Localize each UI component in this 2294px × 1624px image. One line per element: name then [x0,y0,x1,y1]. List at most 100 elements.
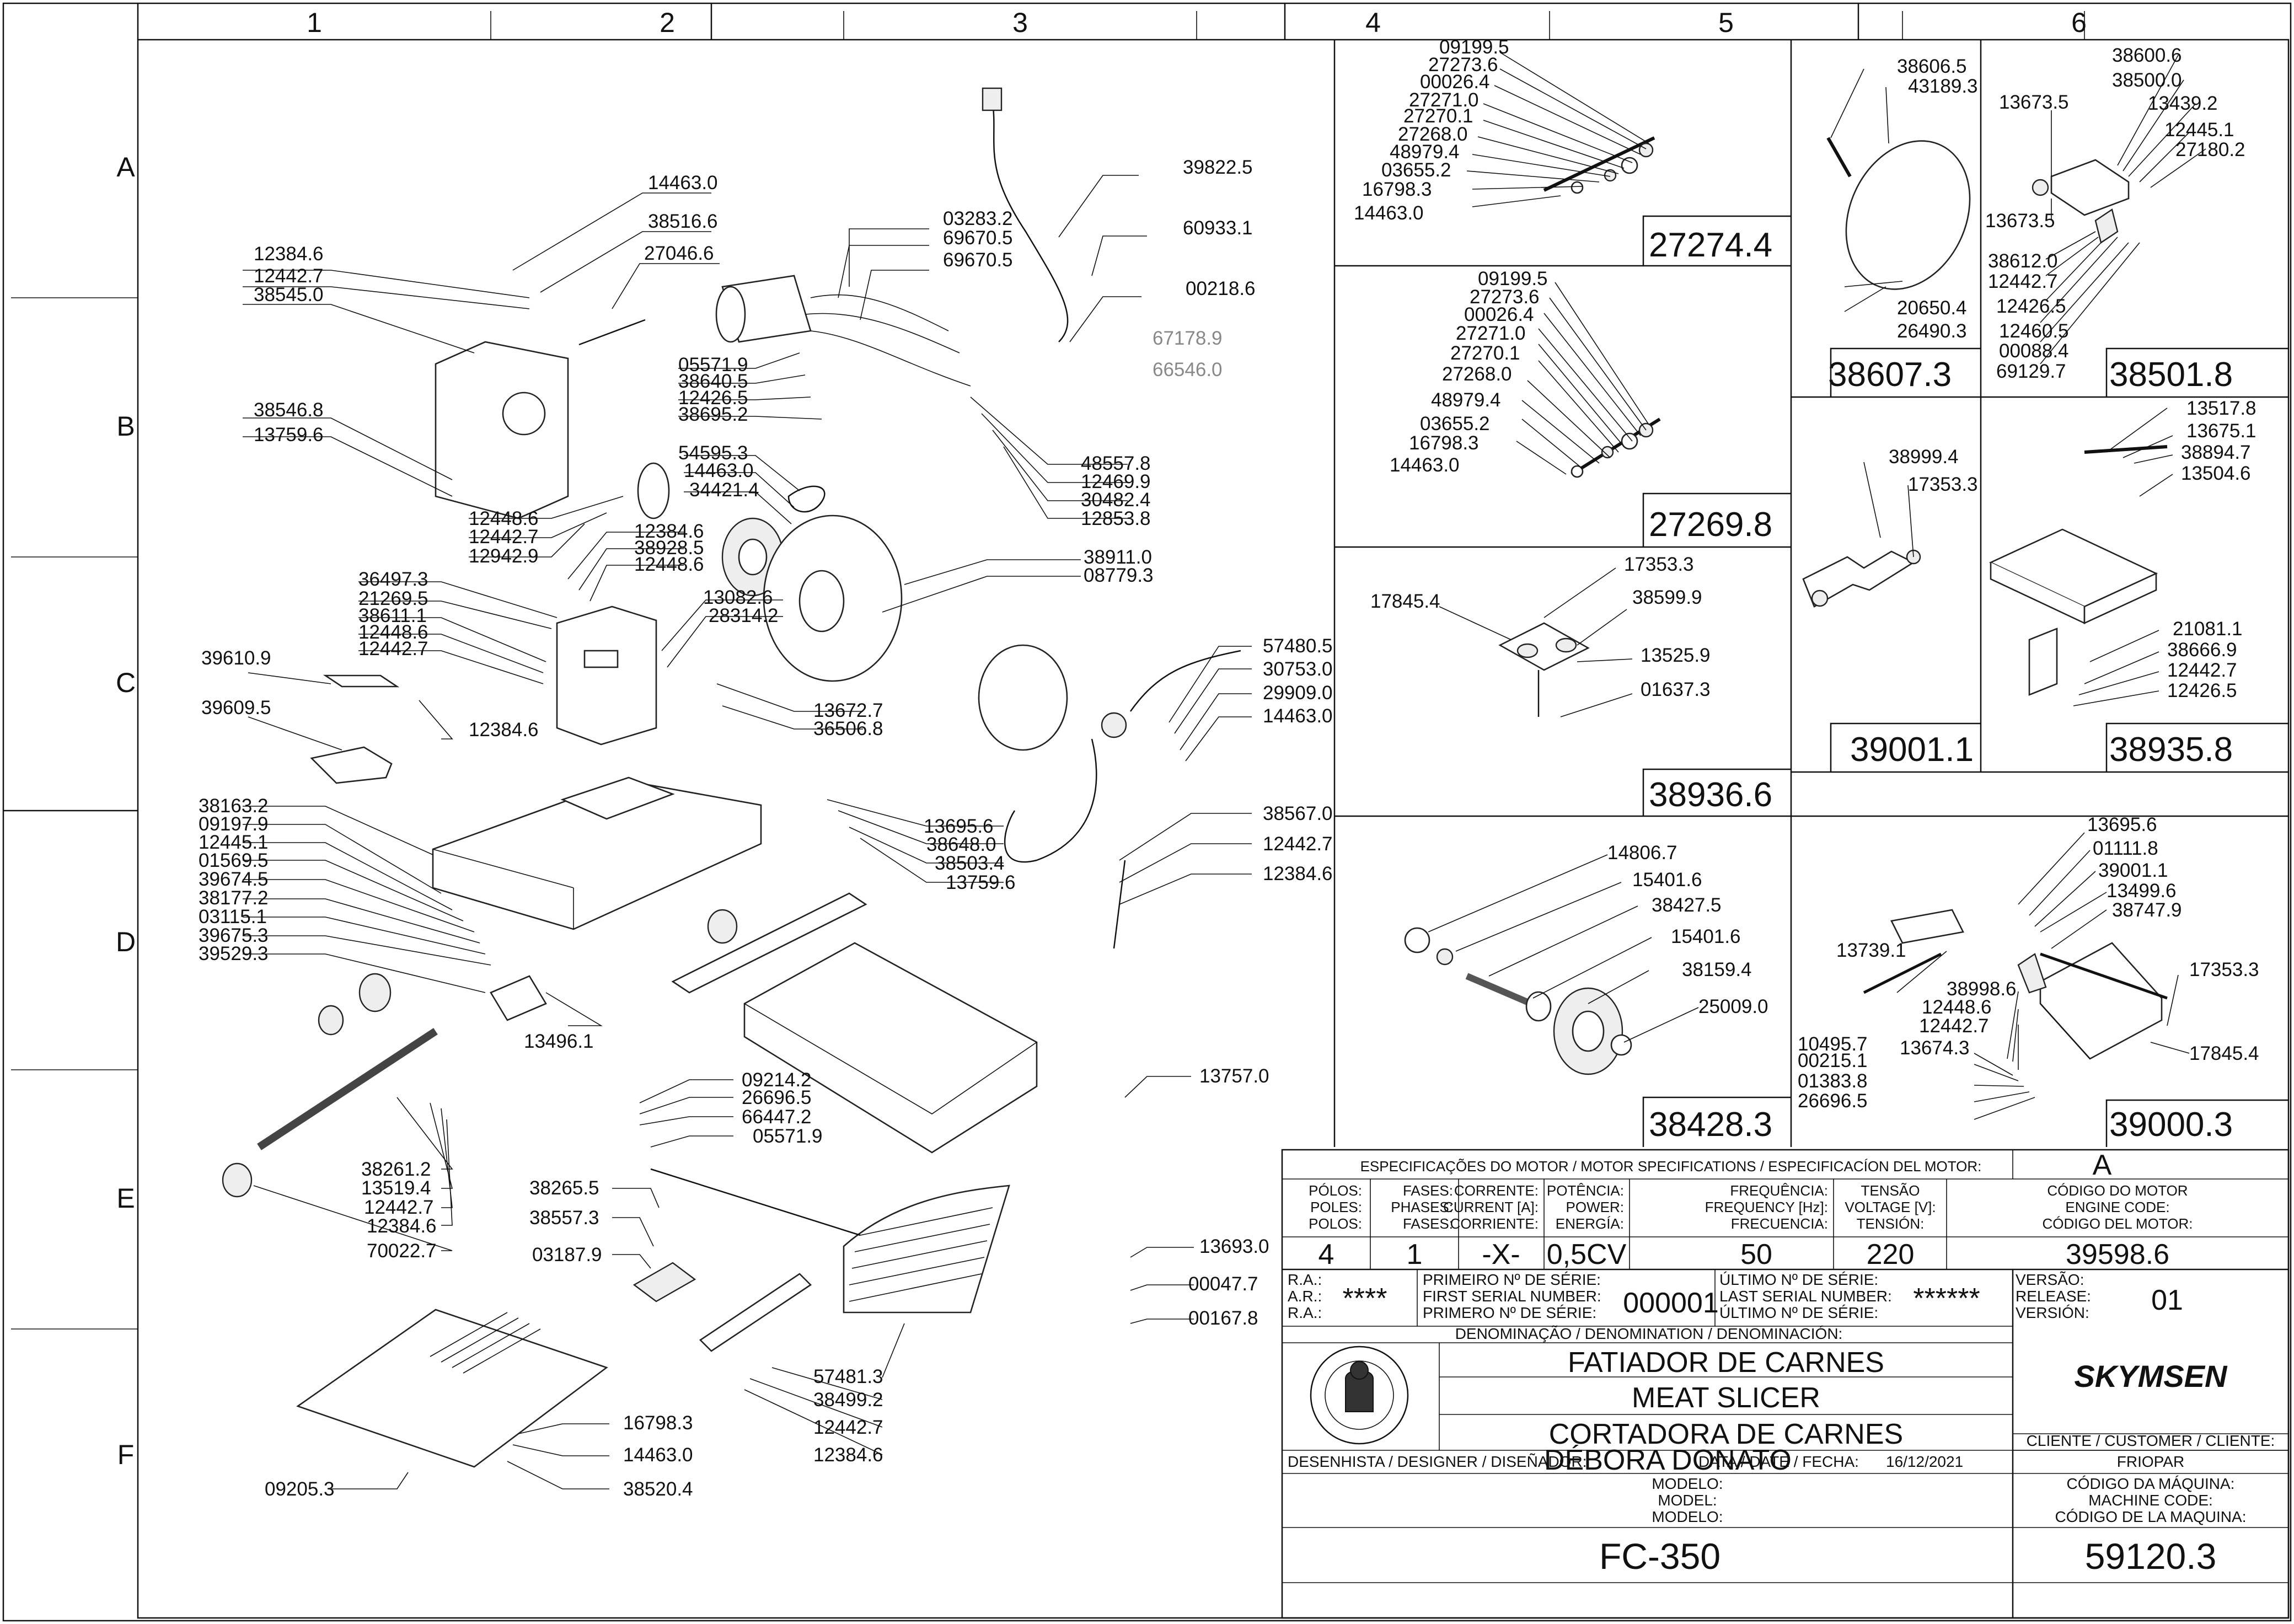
callout: 13673.5 [1985,210,2055,232]
callout: 38520.4 [623,1478,693,1500]
callout: 36506.8 [813,718,883,739]
svg-text:ENGINE CODE:: ENGINE CODE: [2065,1199,2169,1215]
motor-spec-values: 4 1 -X- 0,5CV 50 220 39598.6 [1318,1239,2169,1271]
callout: 08779.3 [1084,565,1154,586]
callout: 14463.0 [1390,454,1460,476]
callout: 38499.2 [813,1389,883,1411]
callout: 13739.1 [1836,940,1906,961]
callout: 12442.7 [813,1417,883,1438]
callout: 38999.4 [1889,446,1959,468]
motor-cover [435,341,569,519]
callout: 10495.7 [1798,1033,1868,1055]
callout: 38500.0 [2112,69,2182,91]
callout: 12384.6 [469,719,539,741]
callout: 00088.4 [1999,340,2069,362]
zone-col-5: 5 [1718,7,1734,38]
callout: 21269.5 [358,588,428,609]
svg-text:MODELO:: MODELO: [1652,1475,1723,1492]
callout: 27268.0 [1442,363,1512,385]
svg-text:MODELO:: MODELO: [1652,1508,1723,1525]
motor-frequency-value: 50 [1740,1239,1772,1271]
svg-text:MACHINE CODE:: MACHINE CODE: [2088,1492,2213,1509]
svg-text:CORRENTE:: CORRENTE: [1454,1182,1539,1199]
callout: 69670.5 [943,227,1013,249]
callout: 25009.0 [1698,996,1768,1017]
callout: 12426.5 [678,387,748,409]
callout: 03283.2 [943,208,1013,229]
callout: 38261.2 [361,1159,431,1180]
svg-text:PRIMEIRO Nº DE SÉRIE:: PRIMEIRO Nº DE SÉRIE: [1423,1271,1601,1288]
callout: 12442.7 [1988,271,2058,292]
assembly-number-38936: 38936.6 [1649,776,1772,814]
ra-value: **** [1343,1283,1387,1315]
callout: 38640.5 [678,371,748,392]
callout: 17353.3 [1908,474,1978,495]
callout: 57480.5 [1263,635,1333,657]
callout: 60933.1 [1183,217,1253,239]
callout: 39674.5 [199,869,269,890]
callout: 12448.6 [469,508,539,529]
callout: 14463.0 [1263,705,1333,727]
callout: 12853.8 [1081,508,1151,529]
callout: 01383.8 [1798,1070,1868,1092]
svg-text:CORRIENTE:: CORRIENTE: [1450,1215,1539,1232]
callout: 38911.0 [1084,546,1152,568]
svg-text:TENSIÓN:: TENSIÓN: [1857,1215,1925,1232]
zone-row-a: A [116,152,135,183]
callout: 13672.7 [813,700,883,721]
blade [978,644,1068,751]
callout: 13695.6 [2087,814,2157,835]
callout: 38998.6 [1947,978,2017,1000]
customer-value: FRIOPAR [2117,1453,2184,1470]
svg-text:RELEASE:: RELEASE: [2016,1288,2091,1305]
callout: 13673.5 [1999,92,2069,113]
svg-text:FREQUENCY [Hz]:: FREQUENCY [Hz]: [1705,1199,1828,1215]
callout: 13519.4 [361,1177,431,1199]
callout: 38612.0 [1988,250,2058,272]
brand-logo: SKYMSEN [2075,1359,2228,1393]
callout: 30482.4 [1081,489,1151,511]
callout: 12384.6 [254,243,324,265]
svg-text:PHASES:: PHASES: [1391,1199,1453,1215]
callout: 48979.4 [1431,389,1501,411]
callout: 38747.9 [2112,899,2182,921]
callout: 27046.6 [644,243,714,264]
zone-row-f: F [117,1439,135,1470]
callout: 12442.7 [2167,660,2237,681]
motor-phases-value: 1 [1407,1239,1423,1271]
denomination-label: DENOMINAÇÃO / DENOMINATION / DENOMINACIÓ… [1455,1325,1843,1342]
callout: 27271.0 [1456,323,1526,344]
main-callout-leaders [243,175,1252,1489]
subassembly-38501-8: 38600.6 38500.0 13673.5 13439.2 12445.1 … [1985,45,2245,382]
callout: 14463.0 [1354,202,1424,224]
callout: 12384.6 [1263,863,1333,885]
callout: 38599.9 [1632,587,1702,608]
callout: 13504.6 [2181,463,2251,484]
callout: 09205.3 [265,1478,335,1500]
callout: 03187.9 [532,1244,602,1266]
assembly-number-39001: 39001.1 [1850,731,1974,769]
zone-col-2: 2 [660,7,675,38]
callout: 39609.5 [201,697,271,719]
callout: 27273.6 [1470,286,1540,308]
callout: 43189.3 [1908,76,1978,97]
motor-voltage-value: 220 [1867,1239,1915,1271]
svg-text:CÓDIGO DA MÁQUINA:: CÓDIGO DA MÁQUINA: [2067,1475,2235,1492]
callout: 26490.3 [1897,320,1967,342]
svg-text:FRECUENCIA:: FRECUENCIA: [1731,1215,1828,1232]
callout: 12448.6 [1922,996,1992,1018]
svg-text:VERSÃO:: VERSÃO: [2016,1271,2084,1288]
callout: 38265.5 [529,1177,599,1199]
subassembly-39000-3: 13695.6 01111.8 39001.1 13499.6 38747.9 … [1798,814,2259,1120]
callout: 70022.7 [367,1240,437,1262]
callout: 12448.6 [634,554,704,575]
callout: 05571.9 [678,354,748,376]
assembly-numbers: 27274.4 27269.8 38936.6 38428.3 38607.3 … [1649,226,2233,1144]
callout: 12460.5 [1999,320,2069,342]
zone-column-labels: 1 2 3 4 5 6 [307,7,2087,38]
motor-code-value: 39598.6 [2066,1239,2169,1271]
assembly-number-27274: 27274.4 [1649,226,1772,264]
callout: 17353.3 [1624,554,1694,575]
svg-text:MODEL:: MODEL: [1658,1492,1717,1509]
